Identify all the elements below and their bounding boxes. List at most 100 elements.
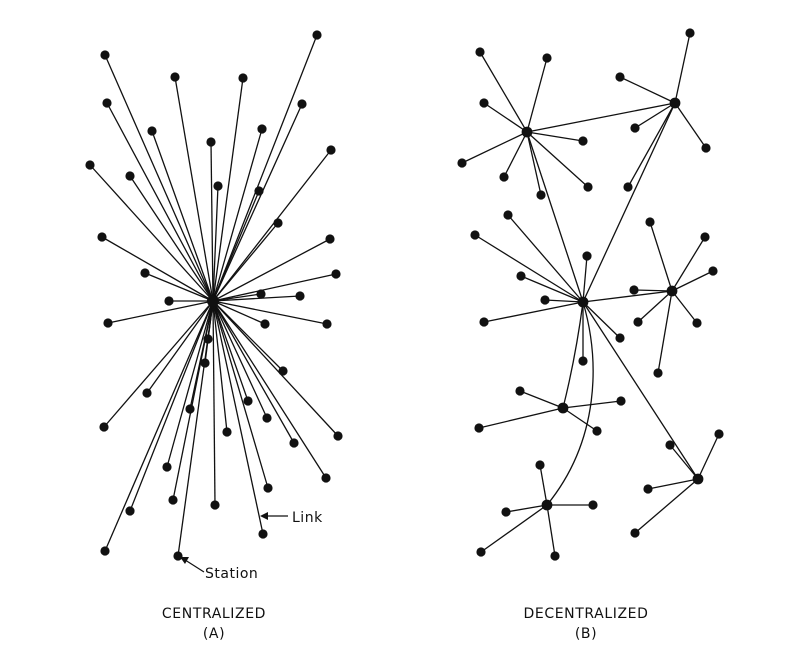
station [550, 551, 560, 561]
station [615, 72, 625, 82]
link [519, 390, 564, 409]
link [520, 275, 584, 303]
station [103, 318, 113, 328]
link [671, 270, 714, 292]
station [630, 528, 640, 538]
link [104, 54, 214, 302]
link [212, 295, 301, 302]
link [503, 131, 528, 178]
link [478, 407, 564, 429]
link [526, 131, 584, 303]
link [212, 300, 266, 325]
station [262, 413, 272, 423]
link [647, 478, 699, 490]
station [142, 388, 152, 398]
link [212, 103, 303, 302]
link [627, 102, 676, 188]
link [212, 300, 339, 437]
link [649, 221, 673, 292]
station [257, 124, 267, 134]
link [212, 300, 228, 433]
station [630, 123, 640, 133]
link [582, 301, 621, 339]
link [146, 300, 214, 394]
station [665, 440, 675, 450]
hub-station [541, 499, 553, 511]
station [708, 266, 718, 276]
link [212, 190, 260, 302]
station [592, 426, 602, 436]
link [89, 164, 214, 302]
station [470, 230, 480, 240]
station [616, 396, 626, 406]
station [102, 98, 112, 108]
station [322, 319, 332, 329]
link [212, 300, 328, 325]
link [634, 102, 676, 129]
link [212, 34, 318, 302]
station [238, 73, 248, 83]
station [140, 268, 150, 278]
panel-a-title: CENTRALIZED [162, 606, 266, 622]
decentralized-network [457, 28, 724, 561]
link [582, 290, 673, 303]
link [103, 300, 214, 428]
station [578, 356, 588, 366]
station-annotation: Station [180, 557, 258, 582]
station [588, 500, 598, 510]
station [653, 368, 663, 378]
link [562, 400, 622, 409]
station [297, 99, 307, 109]
station [615, 333, 625, 343]
link [674, 102, 707, 149]
link [546, 301, 594, 506]
link [507, 214, 584, 303]
hub-station [557, 402, 569, 414]
centralized-network [85, 30, 343, 561]
hub-station [666, 285, 678, 297]
station [206, 137, 216, 147]
hub-station [669, 97, 681, 109]
link [212, 77, 244, 302]
link [634, 478, 699, 534]
station [582, 251, 592, 261]
station [515, 386, 525, 396]
station [503, 210, 513, 220]
station [701, 143, 711, 153]
link [526, 131, 542, 196]
station [501, 507, 511, 517]
station [645, 217, 655, 227]
station [540, 295, 550, 305]
link [562, 407, 598, 432]
link [212, 185, 219, 302]
station [243, 396, 253, 406]
station [256, 289, 266, 299]
link-label: Link [292, 510, 323, 526]
station [516, 271, 526, 281]
link [483, 301, 584, 323]
station [185, 404, 195, 414]
link [671, 290, 698, 324]
hub-station [692, 473, 704, 485]
station [535, 460, 545, 470]
station [289, 438, 299, 448]
station [85, 160, 95, 170]
link [526, 131, 589, 188]
station [479, 98, 489, 108]
station [263, 483, 273, 493]
link [210, 141, 214, 302]
station [479, 317, 489, 327]
station [125, 506, 135, 516]
link [697, 433, 720, 480]
link [212, 300, 269, 489]
link [546, 504, 556, 557]
link [212, 128, 263, 302]
link [671, 236, 706, 292]
station [326, 145, 336, 155]
station [162, 462, 172, 472]
station [147, 126, 157, 136]
station [170, 72, 180, 82]
hub-station [577, 296, 589, 308]
station [331, 269, 341, 279]
